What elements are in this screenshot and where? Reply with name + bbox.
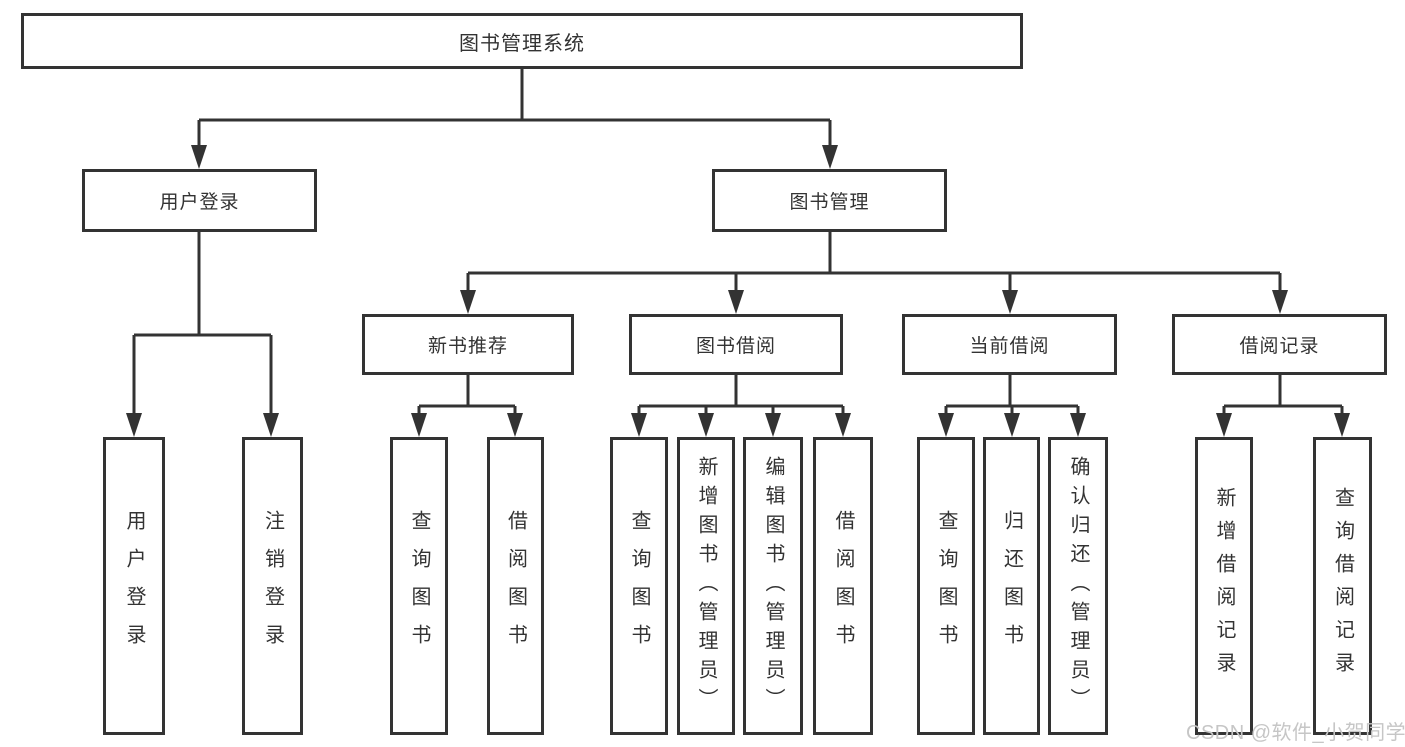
- arrow-down-icon: [263, 413, 279, 437]
- arrow-down-icons: [126, 145, 1350, 437]
- arrow-down-icon: [631, 413, 647, 437]
- node-leaf-add-books-admin: 新增图书（管理员）: [677, 437, 735, 735]
- node-current-borrowing: 当前借阅: [902, 314, 1117, 375]
- arrow-down-icon: [765, 413, 781, 437]
- csdn-watermark: CSDN @软件_小贺同学: [1186, 722, 1405, 744]
- arrow-down-icon: [460, 290, 476, 314]
- node-leaf-borrow-books-recommend: 借阅图书: [487, 437, 544, 735]
- arrow-down-icon: [698, 413, 714, 437]
- node-borrowing-records: 借阅记录: [1172, 314, 1387, 375]
- arrow-down-icon: [822, 145, 838, 169]
- node-leaf-borrow-books-borrowing: 借阅图书: [813, 437, 873, 735]
- node-leaf-query-books-borrowing: 查询图书: [610, 437, 668, 735]
- arrow-down-icon: [191, 145, 207, 169]
- arrow-down-icon: [728, 290, 744, 314]
- arrow-down-icon: [1334, 413, 1350, 437]
- node-book-management-system: 图书管理系统: [21, 13, 1023, 69]
- arrow-down-icon: [411, 413, 427, 437]
- node-book-management: 图书管理: [712, 169, 947, 232]
- arrow-down-icon: [1070, 413, 1086, 437]
- node-leaf-edit-books-admin: 编辑图书（管理员）: [743, 437, 803, 735]
- node-leaf-query-borrow-record: 查询借阅记录: [1313, 437, 1372, 735]
- node-user-login: 用户登录: [82, 169, 317, 232]
- arrow-down-icon: [1004, 413, 1020, 437]
- node-leaf-confirm-return-admin: 确认归还（管理员）: [1048, 437, 1108, 735]
- arrow-down-icon: [1272, 290, 1288, 314]
- node-new-book-recommend: 新书推荐: [362, 314, 574, 375]
- connector-segments: [132, 69, 1344, 428]
- arrow-down-icon: [1002, 290, 1018, 314]
- arrow-down-icon: [1216, 413, 1232, 437]
- arrow-down-icon: [835, 413, 851, 437]
- node-leaf-logout: 注销登录: [242, 437, 303, 735]
- arrow-down-icon: [126, 413, 142, 437]
- arrow-down-icon: [938, 413, 954, 437]
- arrow-down-icon: [507, 413, 523, 437]
- node-leaf-query-books-recommend: 查询图书: [390, 437, 448, 735]
- node-leaf-user-login: 用户登录: [103, 437, 165, 735]
- node-leaf-query-books-current: 查询图书: [917, 437, 975, 735]
- node-leaf-add-borrow-record: 新增借阅记录: [1195, 437, 1253, 735]
- node-leaf-return-books: 归还图书: [983, 437, 1040, 735]
- node-book-borrowing: 图书借阅: [629, 314, 843, 375]
